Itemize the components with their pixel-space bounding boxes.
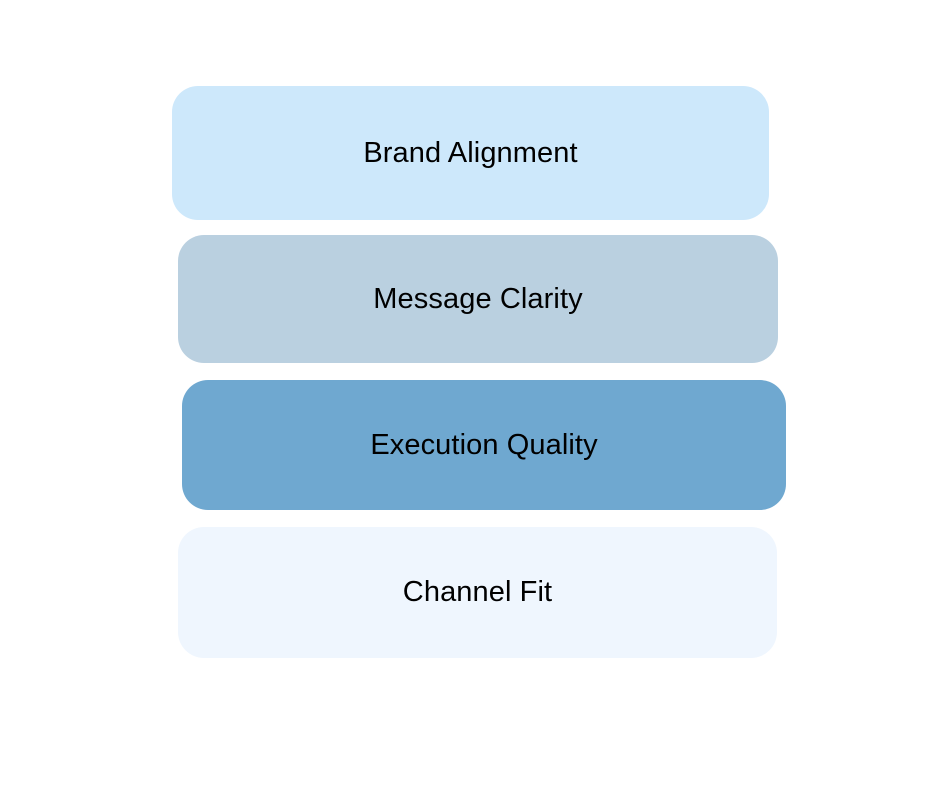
- bar-brand-alignment[interactable]: Brand Alignment: [172, 86, 769, 220]
- bar-label-brand-alignment: Brand Alignment: [363, 136, 578, 169]
- bar-label-message-clarity: Message Clarity: [373, 282, 583, 315]
- bar-execution-quality[interactable]: Execution Quality: [182, 380, 786, 510]
- bar-message-clarity[interactable]: Message Clarity: [178, 235, 778, 363]
- bar-label-channel-fit: Channel Fit: [402, 576, 553, 608]
- bar-channel-fit[interactable]: Channel Fit: [178, 527, 777, 658]
- bar-label-execution-quality: Execution Quality: [370, 428, 598, 461]
